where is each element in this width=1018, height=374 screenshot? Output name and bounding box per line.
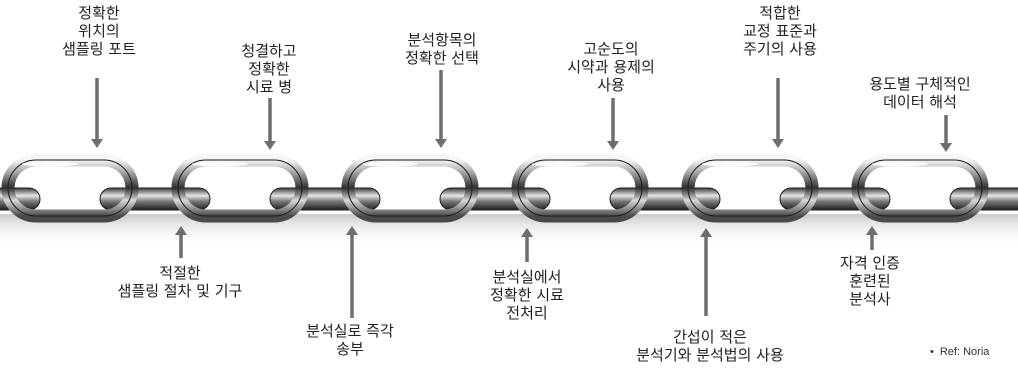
- factor-analyte-selection: 분석항목의 정확한 선택: [405, 31, 479, 67]
- factor-prompt-shipping: 분석실로 즉각 송부: [306, 322, 394, 358]
- arrow-head: [866, 226, 878, 235]
- factor-low-interference-method: 간섭이 적은 분석기와 분석법의 사용: [636, 328, 784, 364]
- arrow-head: [435, 139, 447, 148]
- chain-highlight: [702, 161, 758, 167]
- chain-shadow: [0, 214, 1018, 248]
- chain-link-outline: [517, 159, 643, 217]
- chain-highlight: [192, 161, 248, 167]
- arrow-head: [264, 141, 276, 150]
- reference-note: • Ref: Noria: [930, 346, 989, 358]
- chain-link-outline: [687, 159, 813, 217]
- arrow-head: [607, 141, 619, 150]
- arrow-head: [346, 226, 358, 235]
- factor-certified-analyst: 자격 인증 훈련된 분석사: [840, 254, 900, 308]
- arrow-head: [521, 228, 533, 237]
- chain-highlight: [872, 161, 928, 167]
- bullet-dot: •: [930, 346, 934, 358]
- arrow-head: [175, 226, 187, 235]
- factor-clean-bottle: 청결하고 정확한 시료 병: [241, 42, 297, 96]
- factor-pure-reagents: 고순도의 시약과 용제의 사용: [567, 40, 655, 94]
- chain-link-outline: [7, 159, 133, 217]
- chain-link-outline: [177, 159, 303, 217]
- chain-highlight: [532, 161, 588, 167]
- chain-highlight: [22, 161, 78, 167]
- chain-link-outline: [347, 159, 473, 217]
- arrow-head: [940, 143, 952, 152]
- arrow-head: [91, 139, 103, 148]
- factor-sample-prep: 분석실에서 정확한 시료 전처리: [490, 268, 564, 322]
- arrow-head: [700, 228, 712, 237]
- chain-link-outline: [857, 159, 983, 217]
- factor-sampling-port: 정확한 위치의 샘플링 포트: [62, 4, 136, 58]
- chain-highlight: [362, 161, 418, 167]
- arrow-head: [772, 139, 784, 148]
- factor-sampling-procedure: 적절한 샘플링 절차 및 기구: [117, 264, 243, 300]
- factor-calibration: 적합한 교정 표준과 주기의 사용: [743, 4, 817, 58]
- reference-text: Ref: Noria: [939, 346, 990, 358]
- factor-data-interpretation: 용도별 구체적인 데이터 해석: [869, 75, 971, 111]
